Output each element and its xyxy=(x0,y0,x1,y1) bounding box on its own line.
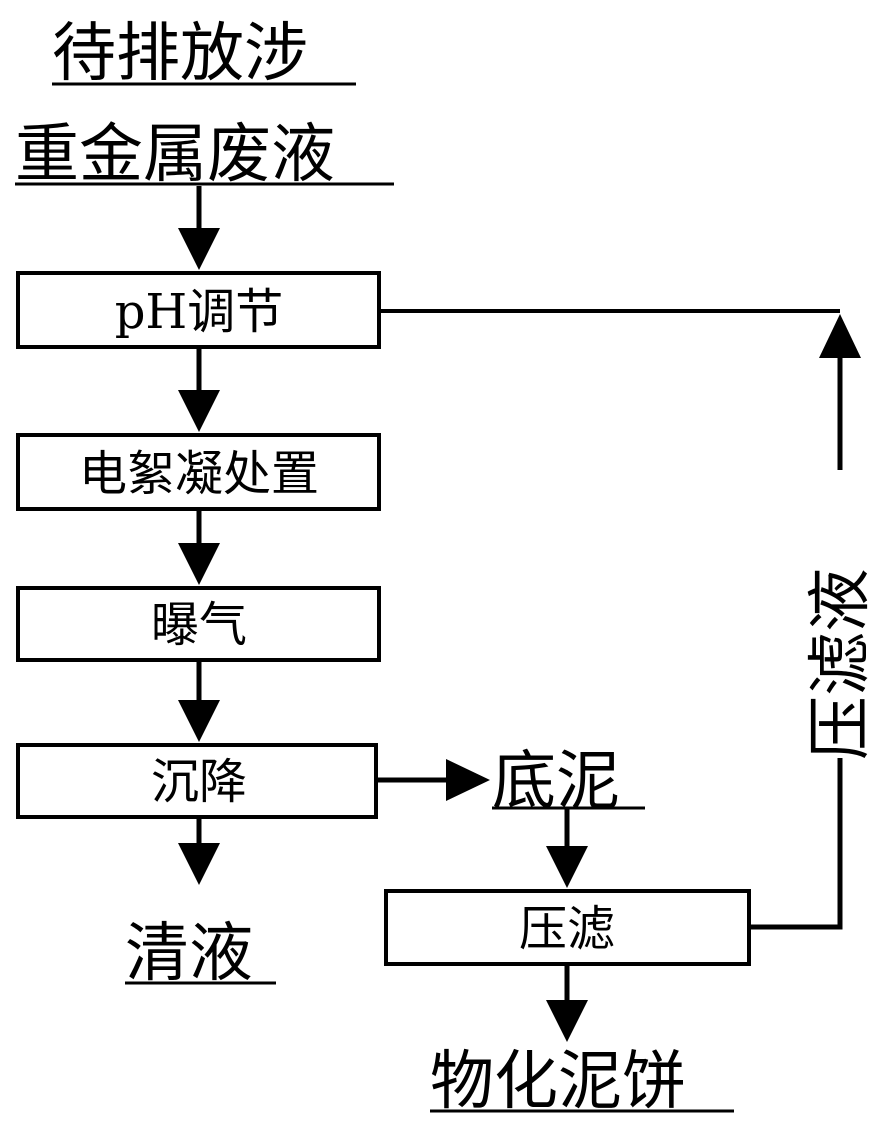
arrowhead-settling-to-sludge xyxy=(446,759,490,801)
arrowhead-electrocoag-to-aeration xyxy=(178,543,220,585)
recycle-return-line xyxy=(749,758,843,930)
ph-adjust-box xyxy=(16,271,381,349)
arrowhead-settling-to-clear xyxy=(178,843,220,885)
arrowhead-aeration-to-settling xyxy=(178,700,220,742)
arrowhead-ph-to-electrocoag xyxy=(178,390,220,432)
aeration-box xyxy=(16,586,381,662)
filtrate-label: 压滤液 xyxy=(804,568,878,760)
arrowhead-filter-to-cake xyxy=(546,1000,588,1042)
arrowhead-input-to-ph xyxy=(178,228,220,270)
filter-press-label: 压滤 xyxy=(519,901,615,957)
clear-liquid-label: 清液 xyxy=(125,917,253,991)
electrocoagulation-label: 电絮凝处置 xyxy=(79,446,319,502)
settling-label: 沉降 xyxy=(151,754,247,810)
arrowhead-sludge-to-filter xyxy=(546,846,588,888)
input-label-line2: 重金属废液 xyxy=(15,118,335,192)
aeration-label: 曝气 xyxy=(151,597,247,653)
sludge-cake-label: 物化泥饼 xyxy=(430,1045,686,1119)
ph-adjust-label: pH调节 xyxy=(115,284,284,340)
input-label-line1: 待排放涉 xyxy=(52,17,308,91)
arrowhead-recycle-up xyxy=(819,314,861,358)
